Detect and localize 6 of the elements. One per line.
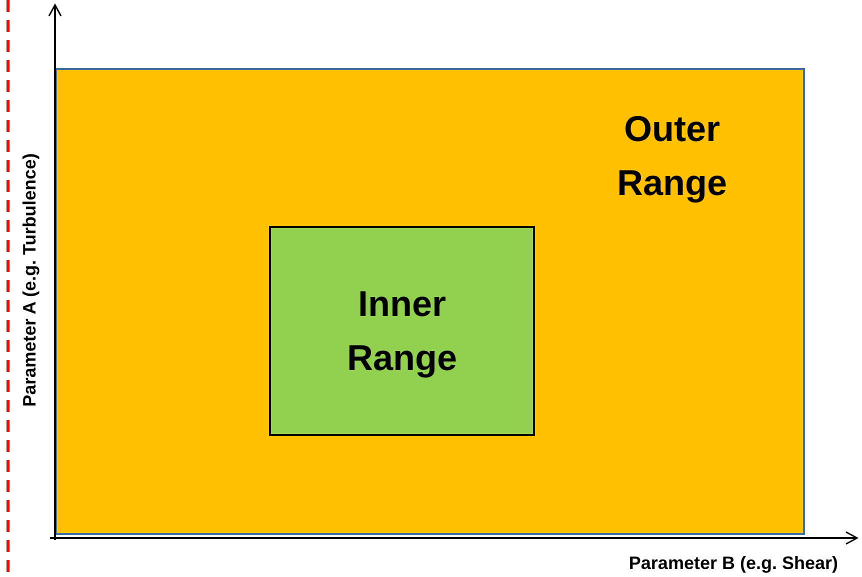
outer-range-area (55, 68, 805, 535)
range-label: Inner Range (346, 282, 458, 380)
inner-range-box (269, 226, 535, 436)
y-axis-label: Parameter A (e.g. Turbulence) (18, 153, 40, 407)
range-label: Outer Range (616, 107, 728, 205)
x-axis-label: Parameter B (e.g. Shear) (628, 552, 838, 575)
